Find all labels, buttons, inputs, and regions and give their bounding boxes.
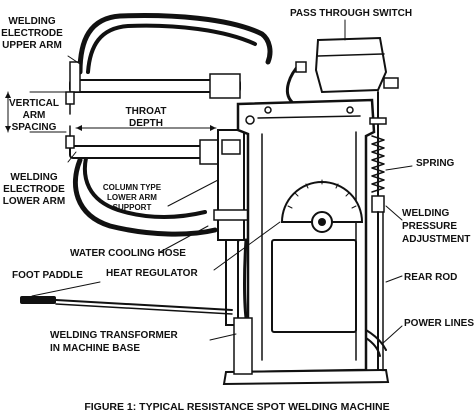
label-column-line1: COLUMN TYPE bbox=[103, 183, 162, 192]
label-spring: SPRING bbox=[416, 158, 455, 169]
label-rear-rod: REAR ROD bbox=[404, 272, 457, 283]
machine-base bbox=[222, 317, 390, 386]
label-pass-through-switch: PASS THROUGH SWITCH bbox=[290, 8, 412, 19]
label-lower-arm: WELDING ELECTRODE LOWER ARM bbox=[3, 172, 65, 207]
foot-paddle bbox=[20, 296, 233, 315]
label-vertical-line3: SPACING bbox=[12, 122, 57, 133]
label-water-cooling-hose: WATER COOLING HOSE bbox=[70, 248, 186, 259]
label-column-line3: SUPPORT bbox=[113, 203, 152, 212]
figure-caption: FIGURE 1: TYPICAL RESISTANCE SPOT WELDIN… bbox=[84, 401, 389, 413]
label-pressure-line1: WELDING bbox=[402, 208, 449, 219]
label-column-support: COLUMN TYPE LOWER ARM SUPPORT bbox=[103, 183, 162, 212]
label-transformer-line1: WELDING TRANSFORMER bbox=[50, 330, 179, 341]
label-upper-arm-line2: ELECTRODE bbox=[1, 28, 63, 39]
power-lines bbox=[365, 329, 387, 357]
label-lower-arm-line2: ELECTRODE bbox=[3, 184, 65, 195]
label-foot-paddle: FOOT PADDLE bbox=[12, 270, 83, 281]
pass-through-switch bbox=[286, 36, 399, 104]
label-transformer-line2: IN MACHINE BASE bbox=[50, 343, 140, 354]
label-column-line2: LOWER ARM bbox=[107, 193, 157, 202]
lower-arm-support-column bbox=[213, 129, 249, 326]
label-vertical-arm-spacing: VERTICAL ARM SPACING bbox=[9, 98, 59, 133]
label-transformer: WELDING TRANSFORMER IN MACHINE BASE bbox=[50, 330, 179, 354]
front-access-panel bbox=[271, 239, 357, 333]
rear-rod bbox=[377, 211, 384, 373]
throat-depth-dimension bbox=[75, 125, 217, 131]
label-lower-arm-line3: LOWER ARM bbox=[3, 196, 65, 207]
label-lower-arm-line1: WELDING bbox=[10, 172, 57, 183]
lower-electrode-arm bbox=[65, 125, 243, 165]
heat-regulator bbox=[280, 179, 364, 233]
leader-lines bbox=[29, 19, 413, 345]
label-pressure-adjustment: WELDING PRESSURE ADJUSTMENT bbox=[402, 208, 470, 245]
label-pressure-line2: PRESSURE bbox=[402, 221, 457, 232]
label-vertical-line2: ARM bbox=[23, 110, 46, 121]
label-throat-line2: DEPTH bbox=[129, 118, 163, 129]
pressure-spring bbox=[369, 91, 387, 213]
label-pressure-line3: ADJUSTMENT bbox=[402, 234, 470, 245]
label-upper-arm-line3: UPPER ARM bbox=[2, 40, 62, 51]
label-upper-arm-line1: WELDING bbox=[8, 16, 55, 27]
label-power-lines: POWER LINES bbox=[404, 318, 474, 329]
upper-electrode-arm bbox=[65, 61, 241, 115]
label-throat-depth: THROAT DEPTH bbox=[126, 106, 167, 129]
label-throat-line1: THROAT bbox=[126, 106, 167, 117]
vertical-arm-spacing-dimension bbox=[5, 91, 11, 133]
label-heat-regulator: HEAT REGULATOR bbox=[106, 268, 198, 279]
label-vertical-line1: VERTICAL bbox=[9, 98, 59, 109]
label-upper-arm: WELDING ELECTRODE UPPER ARM bbox=[1, 16, 63, 51]
